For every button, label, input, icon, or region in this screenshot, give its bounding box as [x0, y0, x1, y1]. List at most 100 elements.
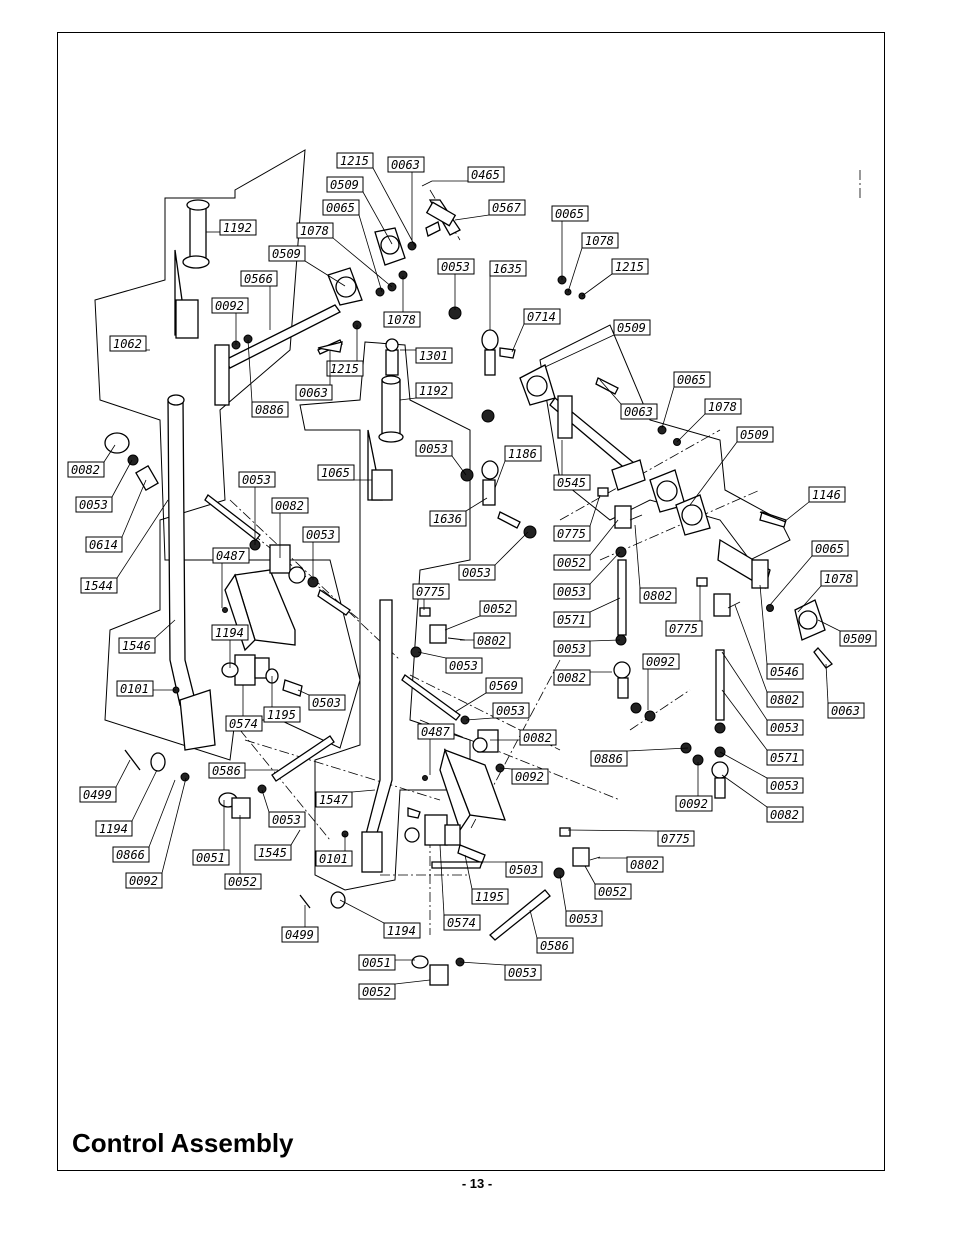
callout-box: [429, 510, 467, 527]
callout-box: [811, 540, 849, 557]
leader-line: [131, 769, 158, 822]
callout-box: [415, 382, 453, 399]
callout-text: 0065: [555, 207, 584, 221]
callout-0052: 0052: [358, 983, 396, 1000]
leader-line: [332, 237, 393, 288]
callout-text: 0053: [242, 473, 271, 487]
callout-text: 0545: [557, 476, 586, 490]
callout-0063: 0063: [295, 384, 333, 401]
callout-0499: 0499: [281, 926, 319, 943]
callout-0053: 0053: [766, 777, 804, 794]
callout-box: [553, 525, 591, 542]
callout-text: 0567: [492, 201, 522, 215]
callout-box: [704, 398, 742, 415]
callout-0586: 0586: [208, 762, 246, 779]
callout-1215: 1215: [326, 360, 364, 377]
leader-line: [454, 214, 490, 221]
callout-box: [673, 371, 711, 388]
callout-0574: 0574: [225, 715, 263, 732]
leader-line: [394, 979, 431, 985]
leader-line: [581, 273, 613, 297]
callout-0775: 0775: [553, 525, 591, 542]
callout-text: 0574: [229, 717, 258, 731]
callout-text: 0509: [740, 428, 769, 442]
leader-line: [529, 909, 538, 939]
callout-text: 1194: [99, 822, 128, 836]
leader-line: [103, 444, 116, 463]
page-number: - 13 -: [461, 1176, 493, 1191]
callout-0574: 0574: [443, 914, 481, 931]
upper-bracket-0567: [421, 180, 461, 237]
leader-line: [783, 501, 810, 523]
callout-box: [620, 403, 658, 420]
callout-text: 0053: [306, 528, 335, 542]
callout-0053: 0053: [565, 910, 603, 927]
callout-1192: 1192: [415, 382, 453, 399]
callout-text: 1186: [508, 447, 537, 461]
leader-line: [634, 524, 641, 589]
callout-box: [611, 258, 649, 275]
callout-1636: 1636: [429, 510, 467, 527]
callout-box: [553, 611, 591, 628]
callout-0092: 0092: [125, 872, 163, 889]
callout-box: [224, 873, 262, 890]
callout-box: [118, 637, 156, 654]
callout-box: [766, 663, 804, 680]
callout-box: [581, 232, 619, 249]
callout-0063: 0063: [387, 156, 425, 173]
callout-1062: 1062: [109, 335, 147, 352]
center-control-block-0487: [401, 674, 506, 832]
leader-line: [589, 639, 621, 642]
callout-1078: 1078: [704, 398, 742, 415]
leader-line: [599, 379, 622, 405]
leader-line: [494, 460, 506, 489]
callout-0503: 0503: [308, 694, 346, 711]
callout-box: [766, 719, 804, 736]
callout-text: 0063: [831, 704, 860, 718]
callout-box: [766, 749, 804, 766]
callout-text: 1192: [223, 221, 252, 235]
leader-line: [544, 334, 615, 368]
leader-line: [372, 167, 416, 247]
leader-line: [797, 585, 822, 613]
callout-0053: 0053: [238, 471, 276, 488]
callout-box: [639, 587, 677, 604]
callout-box: [485, 677, 523, 694]
callout-box: [553, 669, 591, 686]
callout-text: 1545: [258, 846, 287, 860]
callout-0052: 0052: [224, 873, 262, 890]
callout-box: [263, 706, 301, 723]
callout-box: [827, 702, 865, 719]
callout-text: 0082: [557, 671, 586, 685]
callout-box: [67, 461, 105, 478]
page-frame: [57, 32, 885, 1171]
callout-0509: 0509: [736, 426, 774, 443]
callout-box: [254, 844, 292, 861]
callout-0487: 0487: [417, 723, 455, 740]
callout-text: 1215: [340, 154, 369, 168]
leader-line: [454, 692, 487, 713]
leader-line: [494, 531, 529, 566]
callout-box: [192, 849, 230, 866]
callout-text: 1062: [113, 337, 142, 351]
callout-0082: 0082: [519, 729, 557, 746]
callout-0802: 0802: [626, 856, 664, 873]
leader-line: [721, 774, 768, 808]
callout-text: 1078: [708, 400, 737, 414]
callout-text: 0092: [646, 655, 675, 669]
callout-text: 0886: [594, 752, 623, 766]
left-lever-1544: [167, 199, 216, 751]
callout-text: 0065: [815, 542, 844, 556]
callout-box: [553, 554, 591, 571]
callout-0571: 0571: [553, 611, 591, 628]
callout-0053: 0053: [492, 702, 530, 719]
callout-0802: 0802: [473, 632, 511, 649]
callout-text: 1078: [387, 313, 416, 327]
callout-0509: 0509: [326, 176, 364, 193]
callout-text: 0053: [79, 498, 108, 512]
leader-line: [719, 751, 768, 779]
callout-box: [736, 426, 774, 443]
callout-0567: 0567: [488, 199, 526, 216]
callout-0053: 0053: [445, 657, 483, 674]
leader-line: [399, 397, 417, 401]
